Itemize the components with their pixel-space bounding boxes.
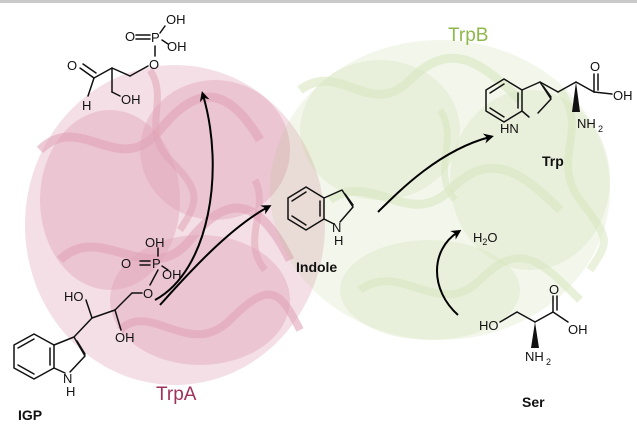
g3p-ester-o-label: O xyxy=(149,57,159,72)
arrow-igp-to-g3p xyxy=(154,91,214,301)
g3p-structure: OH O P OH O OH O H xyxy=(67,12,187,113)
svg-text:2: 2 xyxy=(598,124,603,134)
arrow-indole-to-trp xyxy=(377,133,494,213)
svg-text:2: 2 xyxy=(546,357,551,367)
igp-ester-o-label: O xyxy=(143,286,153,301)
g3p-p-oh2-label: OH xyxy=(167,39,187,54)
g3p-oh-label: OH xyxy=(121,92,141,107)
igp-p-oh1-label: OH xyxy=(145,235,165,250)
igp-oh-label: OH xyxy=(115,330,135,345)
ser-nh2-label: NH xyxy=(525,349,544,364)
igp-po-label: O xyxy=(121,256,131,271)
arrow-ser-to-water xyxy=(436,229,462,316)
indole-name: Indole xyxy=(296,259,337,275)
igp-ho-label: HO xyxy=(64,289,84,304)
trpa-protein-ribbon xyxy=(25,65,325,385)
igp-p-label: P xyxy=(152,256,161,271)
g3p-aldehyde-o-label: O xyxy=(67,58,77,73)
igp-name: IGP xyxy=(18,407,42,423)
igp-nh-label: N xyxy=(63,371,72,386)
ser-structure: HO NH 2 O OH xyxy=(479,282,588,367)
ser-ho-label: HO xyxy=(479,318,499,333)
water-label: H2O xyxy=(473,230,498,247)
ser-oh-label: OH xyxy=(568,322,588,337)
trp-structure: HN NH 2 O OH xyxy=(485,59,633,136)
svg-text:H2O: H2O xyxy=(473,230,498,247)
indole-nh-h-label: H xyxy=(334,233,343,248)
igp-p-oh2-label: OH xyxy=(162,267,182,282)
g3p-po-label: O xyxy=(125,29,135,44)
ser-carbonyl-o-label: O xyxy=(549,282,559,297)
trp-nh-label: HN xyxy=(500,121,519,136)
indole-structure: N H xyxy=(287,186,354,248)
trp-oh-label: OH xyxy=(613,88,633,103)
trpb-protein-ribbon xyxy=(270,40,610,340)
igp-nh-h-label: H xyxy=(66,384,75,399)
trpb-label: TrpB xyxy=(448,25,488,46)
trp-carbonyl-o-label: O xyxy=(590,59,600,74)
arrow-igp-to-indole xyxy=(159,205,272,306)
ser-name: Ser xyxy=(522,394,545,410)
trp-nh2-label: NH xyxy=(577,116,596,131)
top-border xyxy=(0,0,637,3)
trp-name: Trp xyxy=(542,153,564,169)
g3p-p-oh1-label: OH xyxy=(166,12,186,27)
g3p-p-label: P xyxy=(151,30,160,45)
igp-structure: N H HO OH O P O OH OH xyxy=(13,235,182,399)
indole-nh-label: N xyxy=(332,220,341,235)
trpa-label: TrpA xyxy=(156,384,197,405)
g3p-h-label: H xyxy=(82,98,91,113)
